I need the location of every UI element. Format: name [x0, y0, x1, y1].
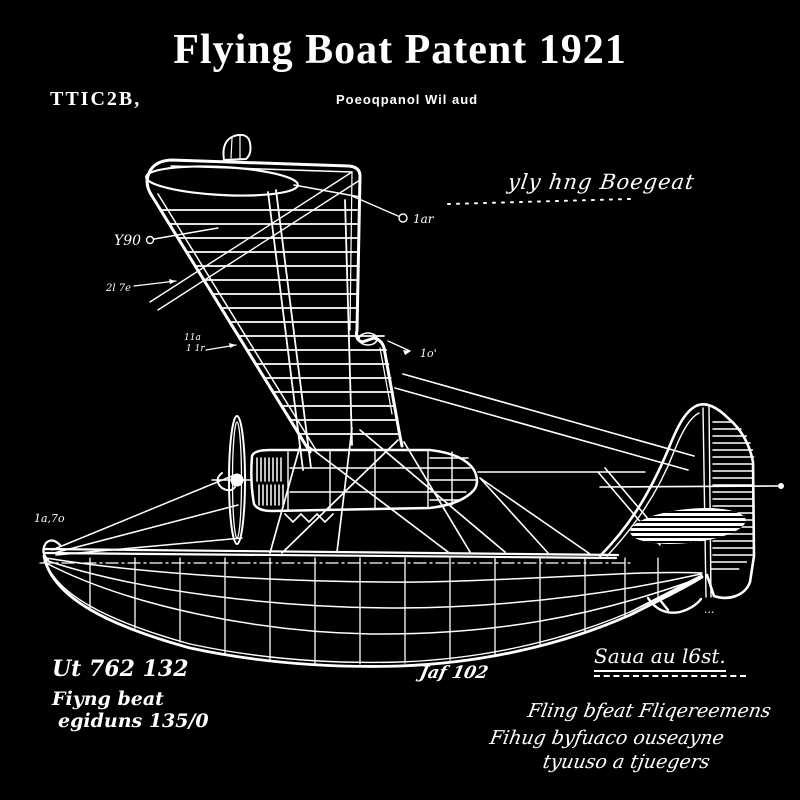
signature-line-2: Fihug byfuaco ouseayne: [488, 727, 726, 749]
tail-fin: [598, 403, 784, 600]
sheet-number: Jaf 102: [417, 663, 490, 683]
witness-text: Saua au l6st.: [594, 644, 726, 672]
label-wing-le: 2l 7e: [105, 283, 131, 294]
wing: [145, 133, 631, 471]
struts-rigging: [51, 373, 695, 556]
wing-rib-lines: [159, 209, 401, 435]
signature-line-3: tyuuso a tjuegers: [541, 751, 712, 773]
label-wing-tip: Y90: [114, 233, 141, 249]
label-stern-dots: ···: [704, 606, 715, 619]
patent-number: Ut 762 132: [52, 656, 189, 682]
radiator-fins: [256, 457, 284, 506]
tailplane-hatch: [628, 511, 748, 543]
propeller: [211, 415, 253, 545]
patent-subtitle: Poeoqpanol Wil aud: [336, 92, 479, 107]
hull-frame-lines: [89, 557, 659, 665]
label-aileron: 1o': [420, 347, 437, 360]
engine-nacelle: [250, 448, 646, 524]
witness-underline: [594, 675, 746, 677]
label-strut-a: 11a: [184, 333, 201, 343]
subject-line-1: Fiyng beat: [52, 688, 164, 710]
poster-title: Flying Boat Patent 1921: [173, 27, 627, 73]
label-strut-b: 1 1r: [186, 344, 205, 354]
label-wing-te: 1ar: [413, 212, 435, 226]
label-bow: 1a,7o: [34, 512, 65, 525]
figure-label: TTIC2B,: [50, 88, 142, 110]
signature-line-1: Fling bfeat Fliqereemens: [526, 700, 773, 722]
witness-signature: Saua au l6st.: [594, 644, 746, 677]
subject-line-2: egiduns 135/0: [58, 710, 209, 732]
leader-lines: [133, 195, 411, 355]
hull: [39, 539, 704, 668]
reference-labels: Y90 2l 7e 1ar 1o' 11a 1 1r 1a,7o ···: [34, 212, 715, 619]
